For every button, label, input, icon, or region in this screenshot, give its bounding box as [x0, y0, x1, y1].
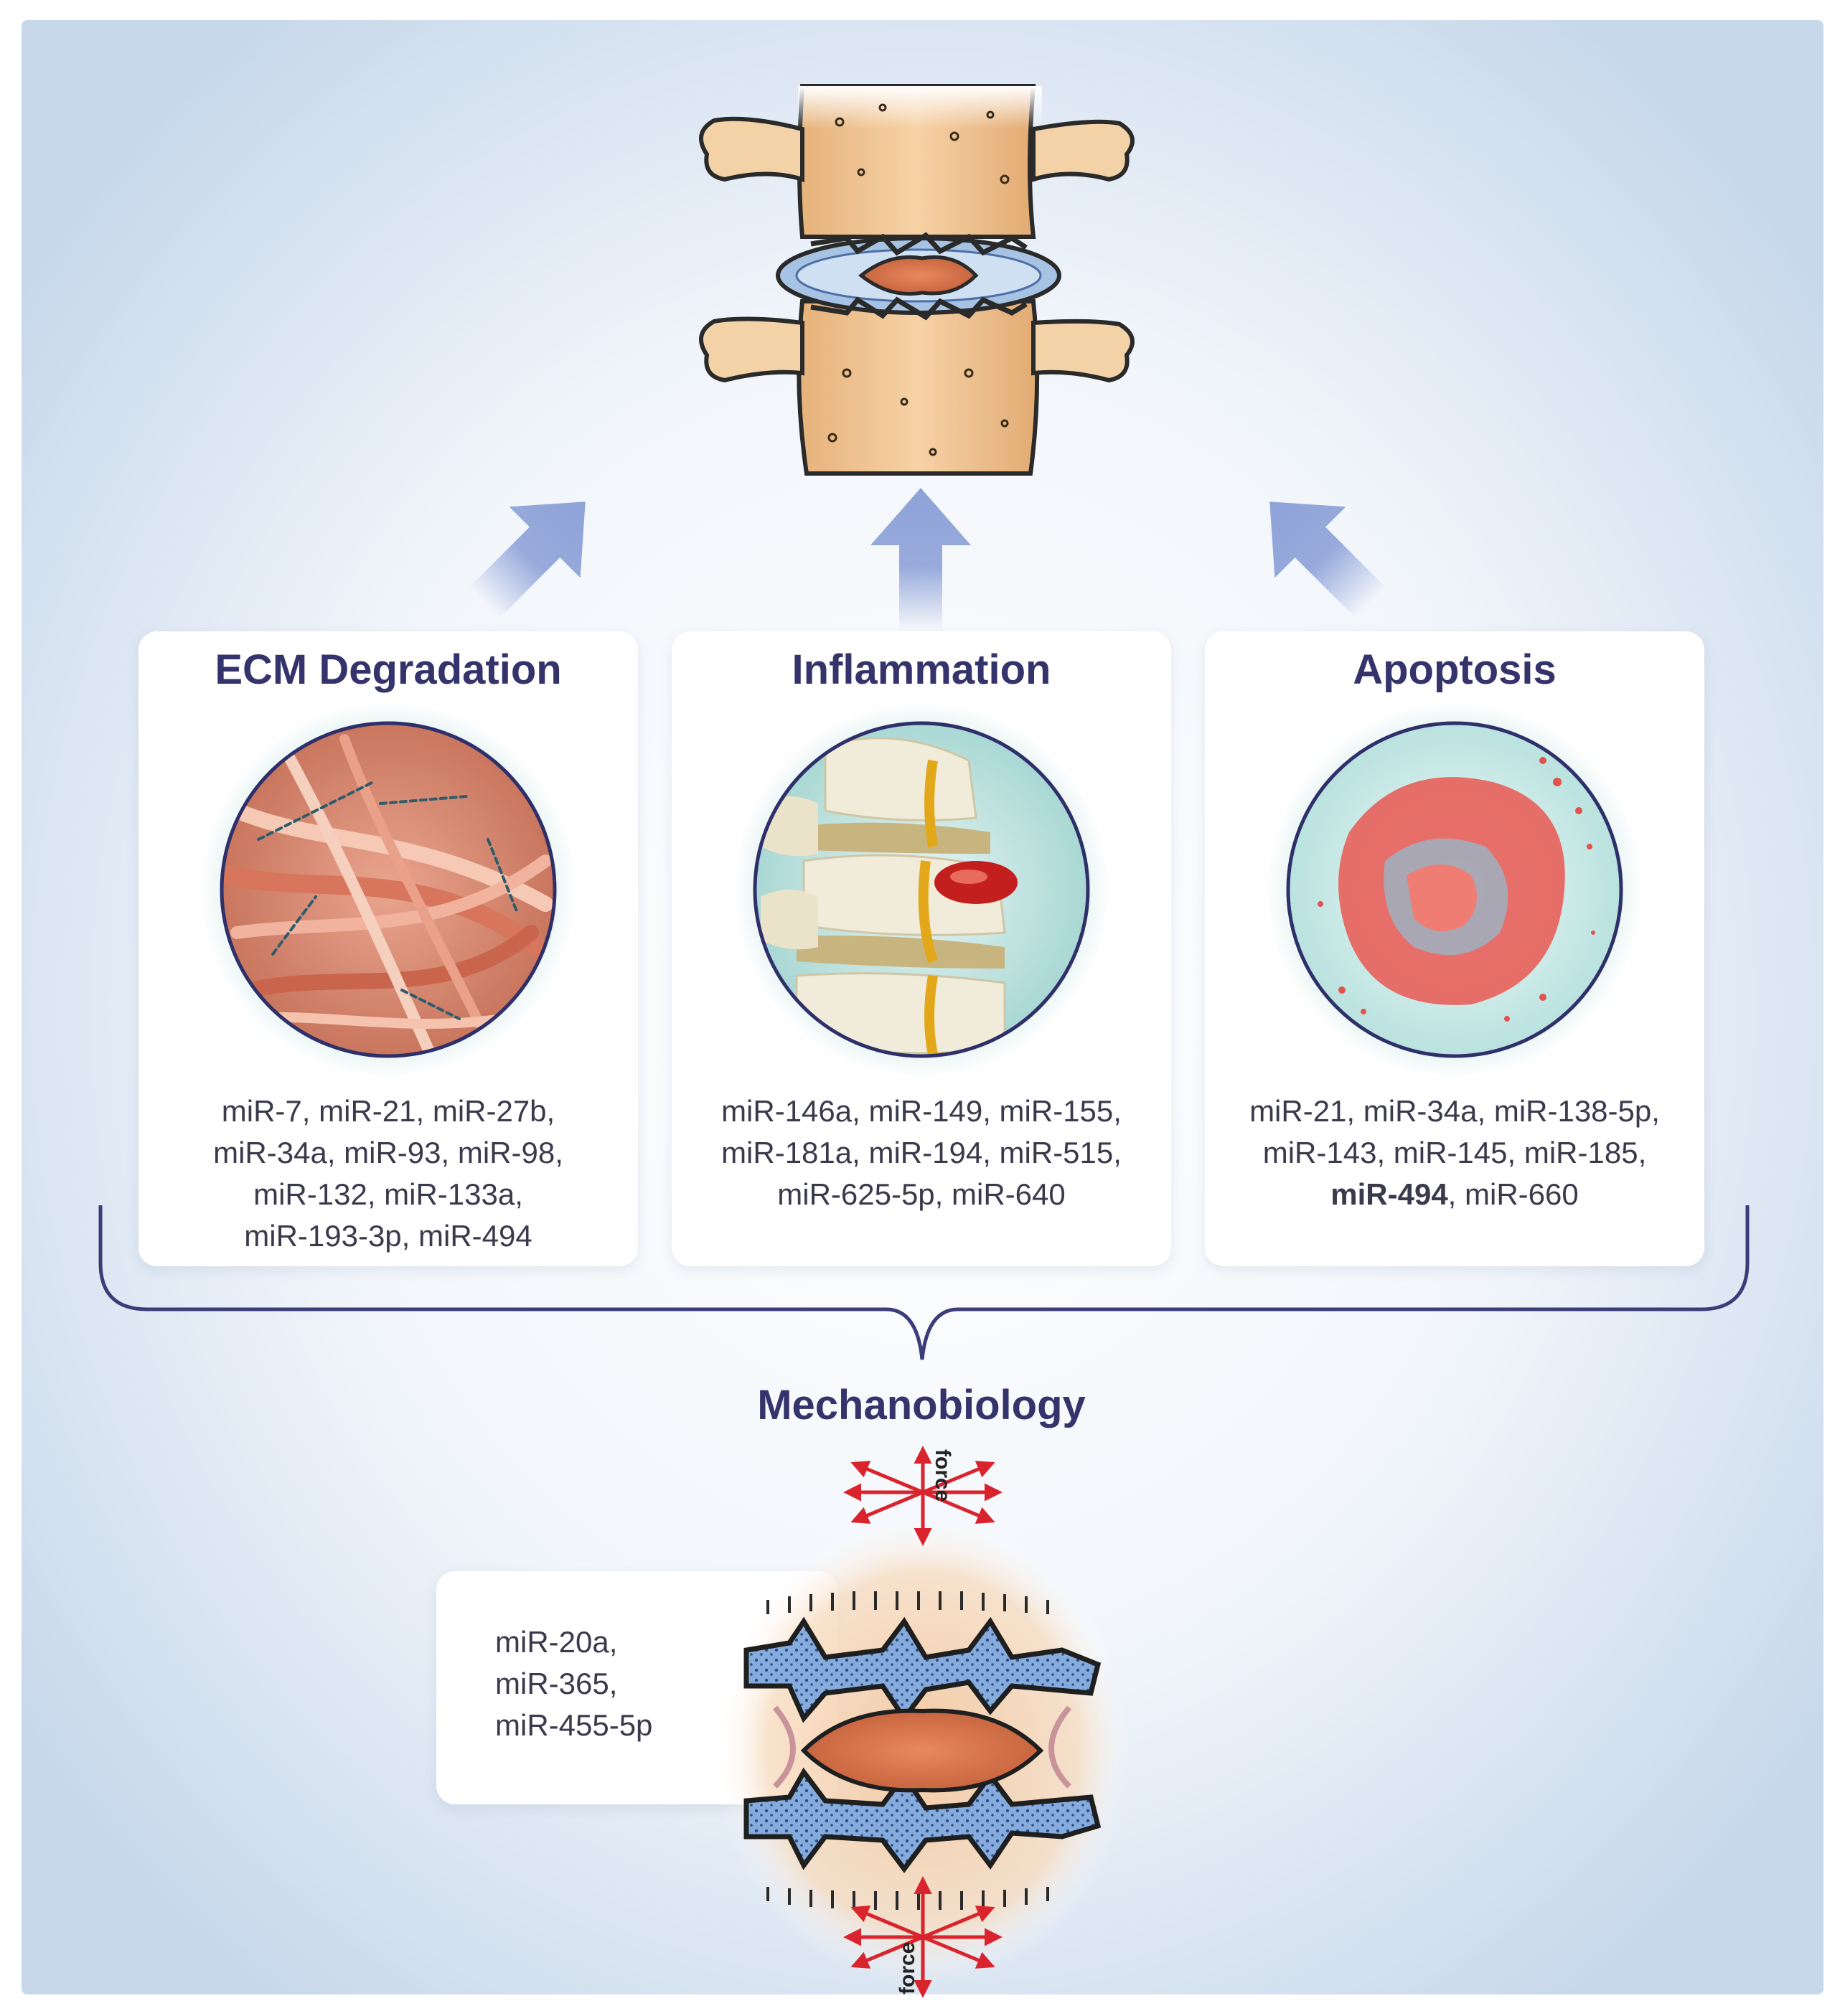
mirna-item: miR-138-5p [1493, 1094, 1652, 1128]
mirna-item: miR-149 [868, 1094, 983, 1128]
arrow-apoptosis-to-spine [1269, 501, 1386, 618]
mirna-item: miR-625-5p [777, 1177, 935, 1211]
heading-ecm: ECM Degradation [215, 646, 562, 693]
mirna-item: miR-7 [221, 1094, 302, 1128]
mirna-item: miR-98 [457, 1136, 555, 1169]
spine-segment-icon [699, 84, 1135, 476]
mirna-item: miR-365 [495, 1667, 609, 1700]
mirna-list-apoptosis: miR-21, miR-34a, miR-138-5p, miR-143, mi… [1249, 1094, 1660, 1211]
mirna-item: miR-660 [1465, 1177, 1579, 1211]
mirna-item: miR-145 [1393, 1136, 1508, 1169]
mirna-item: miR-155 [999, 1094, 1114, 1128]
mirna-item: miR-193-3p [244, 1219, 402, 1253]
mirna-item: miR-20a [495, 1625, 609, 1659]
mirna-item: miR-34a [213, 1136, 327, 1169]
mirna-item: miR-132 [253, 1177, 367, 1211]
mirna-item: miR-194 [868, 1136, 983, 1169]
arrow-inflammation-to-spine [870, 488, 971, 631]
mirna-list-inflammation: miR-146a, miR-149, miR-155, miR-181a, mi… [721, 1094, 1122, 1211]
mirna-item: miR-21 [319, 1094, 416, 1128]
mirna-item: miR-494 [1330, 1177, 1448, 1211]
mirna-item: miR-494 [418, 1219, 532, 1253]
mirna-item: miR-455-5p [495, 1708, 653, 1742]
mirna-item: miR-21 [1249, 1094, 1347, 1128]
mirna-item: miR-515 [999, 1136, 1114, 1169]
mirna-list-mechanobiology: miR-20a, miR-365, miR-455-5p [495, 1625, 653, 1742]
mirna-item: miR-640 [952, 1177, 1066, 1211]
heading-apoptosis: Apoptosis [1353, 646, 1557, 693]
heading-mechanobiology: Mechanobiology [757, 1382, 1086, 1428]
force-label-bottom: force [896, 1941, 919, 1994]
arrow-ecm-to-spine [469, 501, 586, 618]
mirna-item: miR-185 [1524, 1136, 1638, 1169]
mirna-item: miR-181a [721, 1136, 853, 1169]
mirna-item: miR-146a [721, 1094, 853, 1128]
bracket [98, 1205, 1750, 1360]
mirna-item: miR-27b [432, 1094, 547, 1128]
mirna-item: miR-143 [1262, 1136, 1377, 1169]
heading-inflammation: Inflammation [792, 646, 1051, 693]
force-label-top: force [931, 1449, 954, 1502]
mirna-item: miR-93 [344, 1136, 441, 1169]
mirna-list-ecm: miR-7, miR-21, miR-27b, miR-34a, miR-93,… [213, 1094, 563, 1253]
mirna-item: miR-133a [384, 1177, 515, 1211]
mirna-item: miR-34a [1363, 1094, 1478, 1128]
